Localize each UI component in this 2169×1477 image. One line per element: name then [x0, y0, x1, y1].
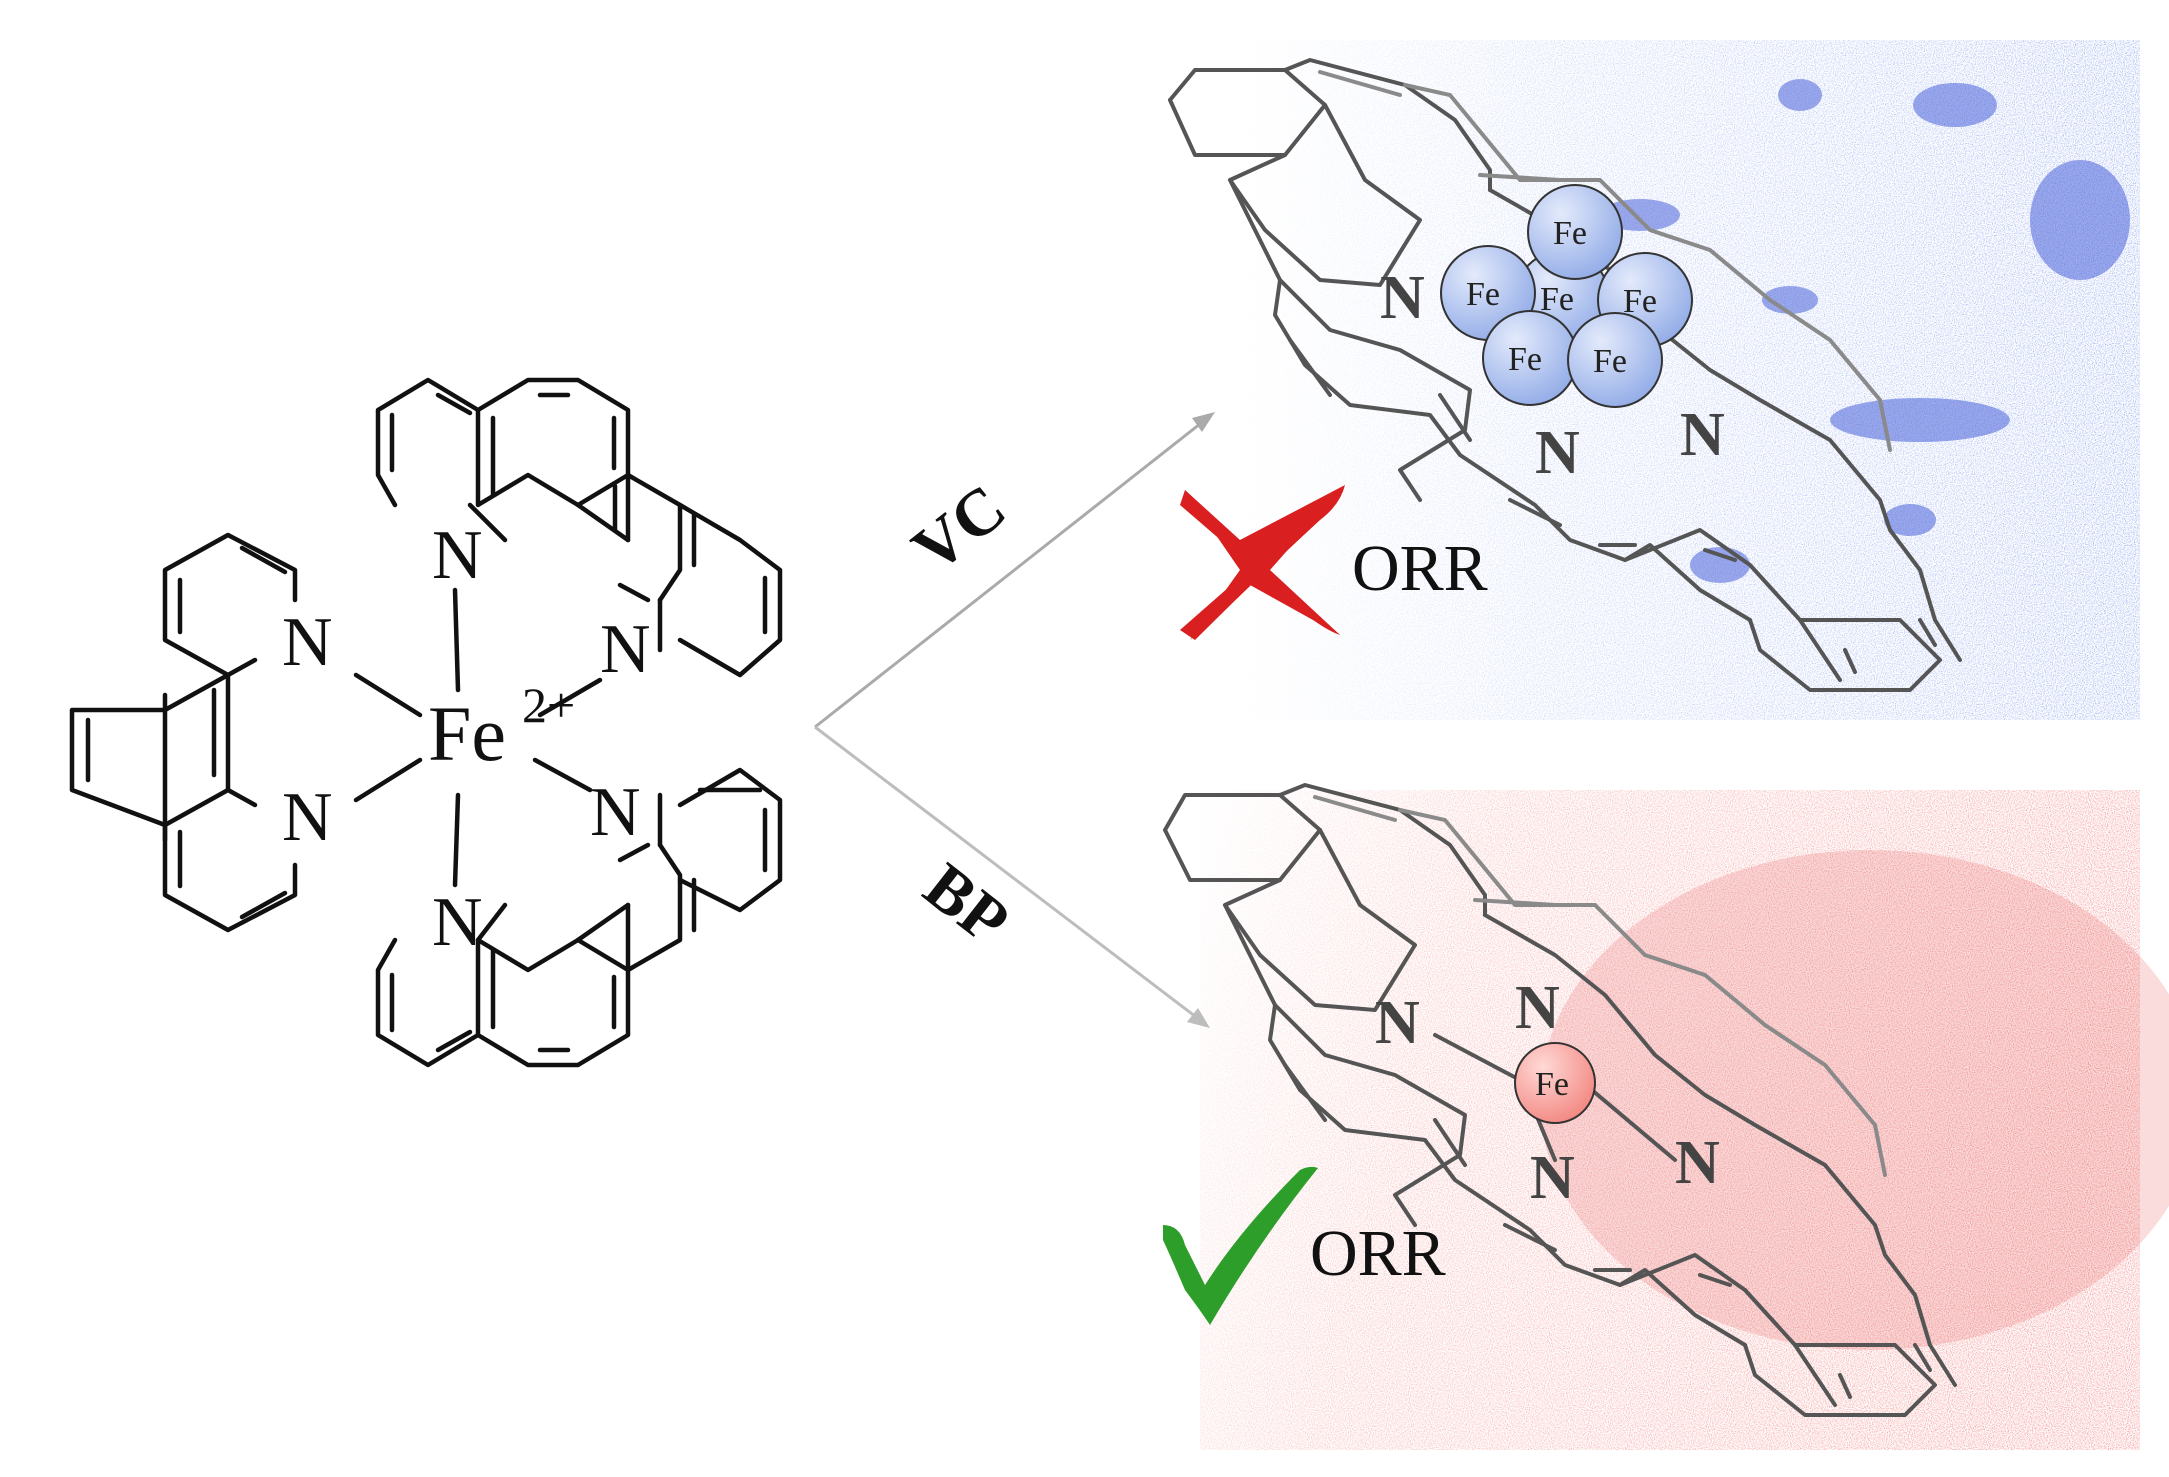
svg-text:Fe: Fe [1466, 276, 1500, 313]
svg-text:Fe: Fe [1553, 215, 1587, 252]
fe-map-blue [1240, 40, 2140, 720]
check-mark-icon [1163, 1166, 1318, 1325]
sheet-n-atom: N [1380, 264, 1425, 332]
phen-ligand-right [677, 502, 783, 913]
orr-label-vc: ORR [1352, 532, 1488, 605]
svg-text:Fe: Fe [1623, 283, 1657, 320]
fe-center-label: Fe [428, 690, 506, 777]
n-atom: N [282, 604, 333, 681]
svg-text:Fe: Fe [1535, 1066, 1569, 1103]
fe-single-atom: Fe [1514, 1042, 1596, 1124]
n-atom: N [590, 774, 641, 851]
sheet-n-atom: N [1535, 419, 1580, 487]
n-atom: N [432, 517, 483, 594]
phen-ligand-left [69, 532, 298, 933]
nitrogen-doped-graphene-sheet-top: N N N [1168, 58, 1962, 692]
sheet-n-atom: N [1675, 1129, 1720, 1197]
n-atom: N [432, 884, 483, 961]
fe-particle: Fe [1527, 184, 1623, 280]
n-atom: N [600, 611, 651, 688]
fe-map-red [1200, 790, 2169, 1450]
svg-text:Fe: Fe [1540, 281, 1574, 318]
fe-particle: Fe [1567, 312, 1663, 408]
n-atom: N [282, 779, 333, 856]
sheet-n-atom: N [1375, 989, 1420, 1057]
orr-label-bp: ORR [1310, 1217, 1446, 1290]
cross-mark-icon [1180, 485, 1345, 640]
coordination-bonds [353, 587, 603, 888]
phen-ligand-top [375, 377, 697, 653]
svg-text:Fe: Fe [1593, 343, 1627, 380]
sheet-n-atom: N [1680, 401, 1725, 469]
fe-charge-label: 2+ [522, 677, 575, 733]
svg-text:Fe: Fe [1508, 341, 1542, 378]
nitrogen-doped-graphene-sheet-bottom: N N N N [1163, 783, 1957, 1417]
route-label-vc: VC [899, 471, 1019, 587]
fe-particle: Fe [1482, 310, 1578, 406]
reaction-arrows [814, 412, 1215, 1028]
phen-ligand-bottom [375, 792, 697, 1068]
sheet-n-atom: N [1530, 1144, 1575, 1212]
route-label-bp: BP [911, 849, 1022, 958]
fe-phenanthroline-complex: N N N N N N Fe 2+ [69, 377, 783, 1068]
fe-cluster: Fe Fe Fe Fe Fe Fe [1440, 184, 1693, 408]
sheet-n-atom: N [1515, 974, 1560, 1042]
